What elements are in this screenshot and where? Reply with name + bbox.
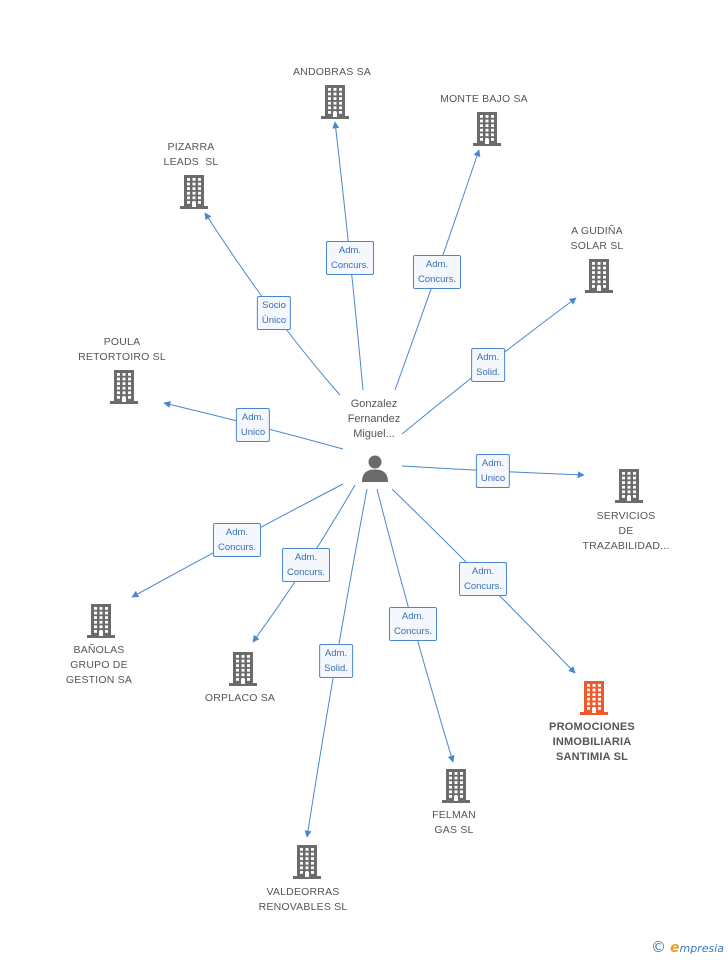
relation-label-montebajo[interactable]: Adm. Concurs. (412, 255, 462, 289)
brand-footer: ©empresia (651, 938, 724, 956)
building-icon[interactable] (87, 604, 115, 638)
person-icon[interactable] (360, 453, 390, 483)
building-icon[interactable] (229, 652, 257, 686)
building-icon[interactable] (580, 681, 608, 715)
building-icon[interactable] (473, 112, 501, 146)
relation-label-pizarra[interactable]: Socio Único (256, 296, 292, 330)
relation-label-servicios[interactable]: Adm. Unico (475, 454, 511, 488)
building-icon[interactable] (180, 175, 208, 209)
company-label-felman[interactable]: FELMAN GAS SL (432, 809, 476, 836)
company-label-servicios[interactable]: SERVICIOS DE TRAZABILIDAD... (582, 510, 670, 552)
company-label-orplaco[interactable]: ORPLACO SA (204, 692, 276, 704)
relation-label-banolas[interactable]: Adm. Concurs. (212, 523, 262, 557)
brand-initial: e (669, 940, 680, 956)
company-label-pizarra[interactable]: PIZARRA LEADS SL (163, 141, 219, 168)
company-label-promociones[interactable]: PROMOCIONES INMOBILIARIA SANTIMIA SL (549, 721, 635, 763)
building-icon[interactable] (293, 845, 321, 879)
company-label-andobras[interactable]: ANDOBRAS SA (292, 66, 372, 78)
building-icon[interactable] (321, 85, 349, 119)
relation-label-valdeorras[interactable]: Adm. Solid. (319, 644, 353, 678)
company-label-gudina[interactable]: A GUDIÑA SOLAR SL (570, 225, 624, 252)
relation-label-orplaco[interactable]: Adm. Concurs. (281, 548, 331, 582)
building-icon[interactable] (110, 370, 138, 404)
center-person-label[interactable]: Gonzalez Fernandez Miguel... (347, 398, 401, 440)
brand-name: mpresia (679, 942, 724, 955)
copyright-icon: © (650, 938, 666, 956)
company-label-valdeorras[interactable]: VALDEORRAS RENOVABLES SL (258, 886, 348, 913)
relation-label-gudina[interactable]: Adm. Solid. (471, 348, 505, 382)
relation-label-promociones[interactable]: Adm. Concurs. (458, 562, 508, 596)
building-icon[interactable] (585, 259, 613, 293)
company-label-poula[interactable]: POULA RETORTOIRO SL (78, 336, 166, 363)
company-label-banolas[interactable]: BAÑOLAS GRUPO DE GESTION SA (65, 644, 133, 686)
company-label-montebajo[interactable]: MONTE BAJO SA (440, 93, 528, 105)
relation-label-poula[interactable]: Adm. Unico (235, 408, 271, 442)
building-icon[interactable] (442, 769, 470, 803)
building-icon[interactable] (615, 469, 643, 503)
relation-label-felman[interactable]: Adm. Concurs. (388, 607, 438, 641)
relation-label-andobras[interactable]: Adm. Concurs. (325, 241, 375, 275)
